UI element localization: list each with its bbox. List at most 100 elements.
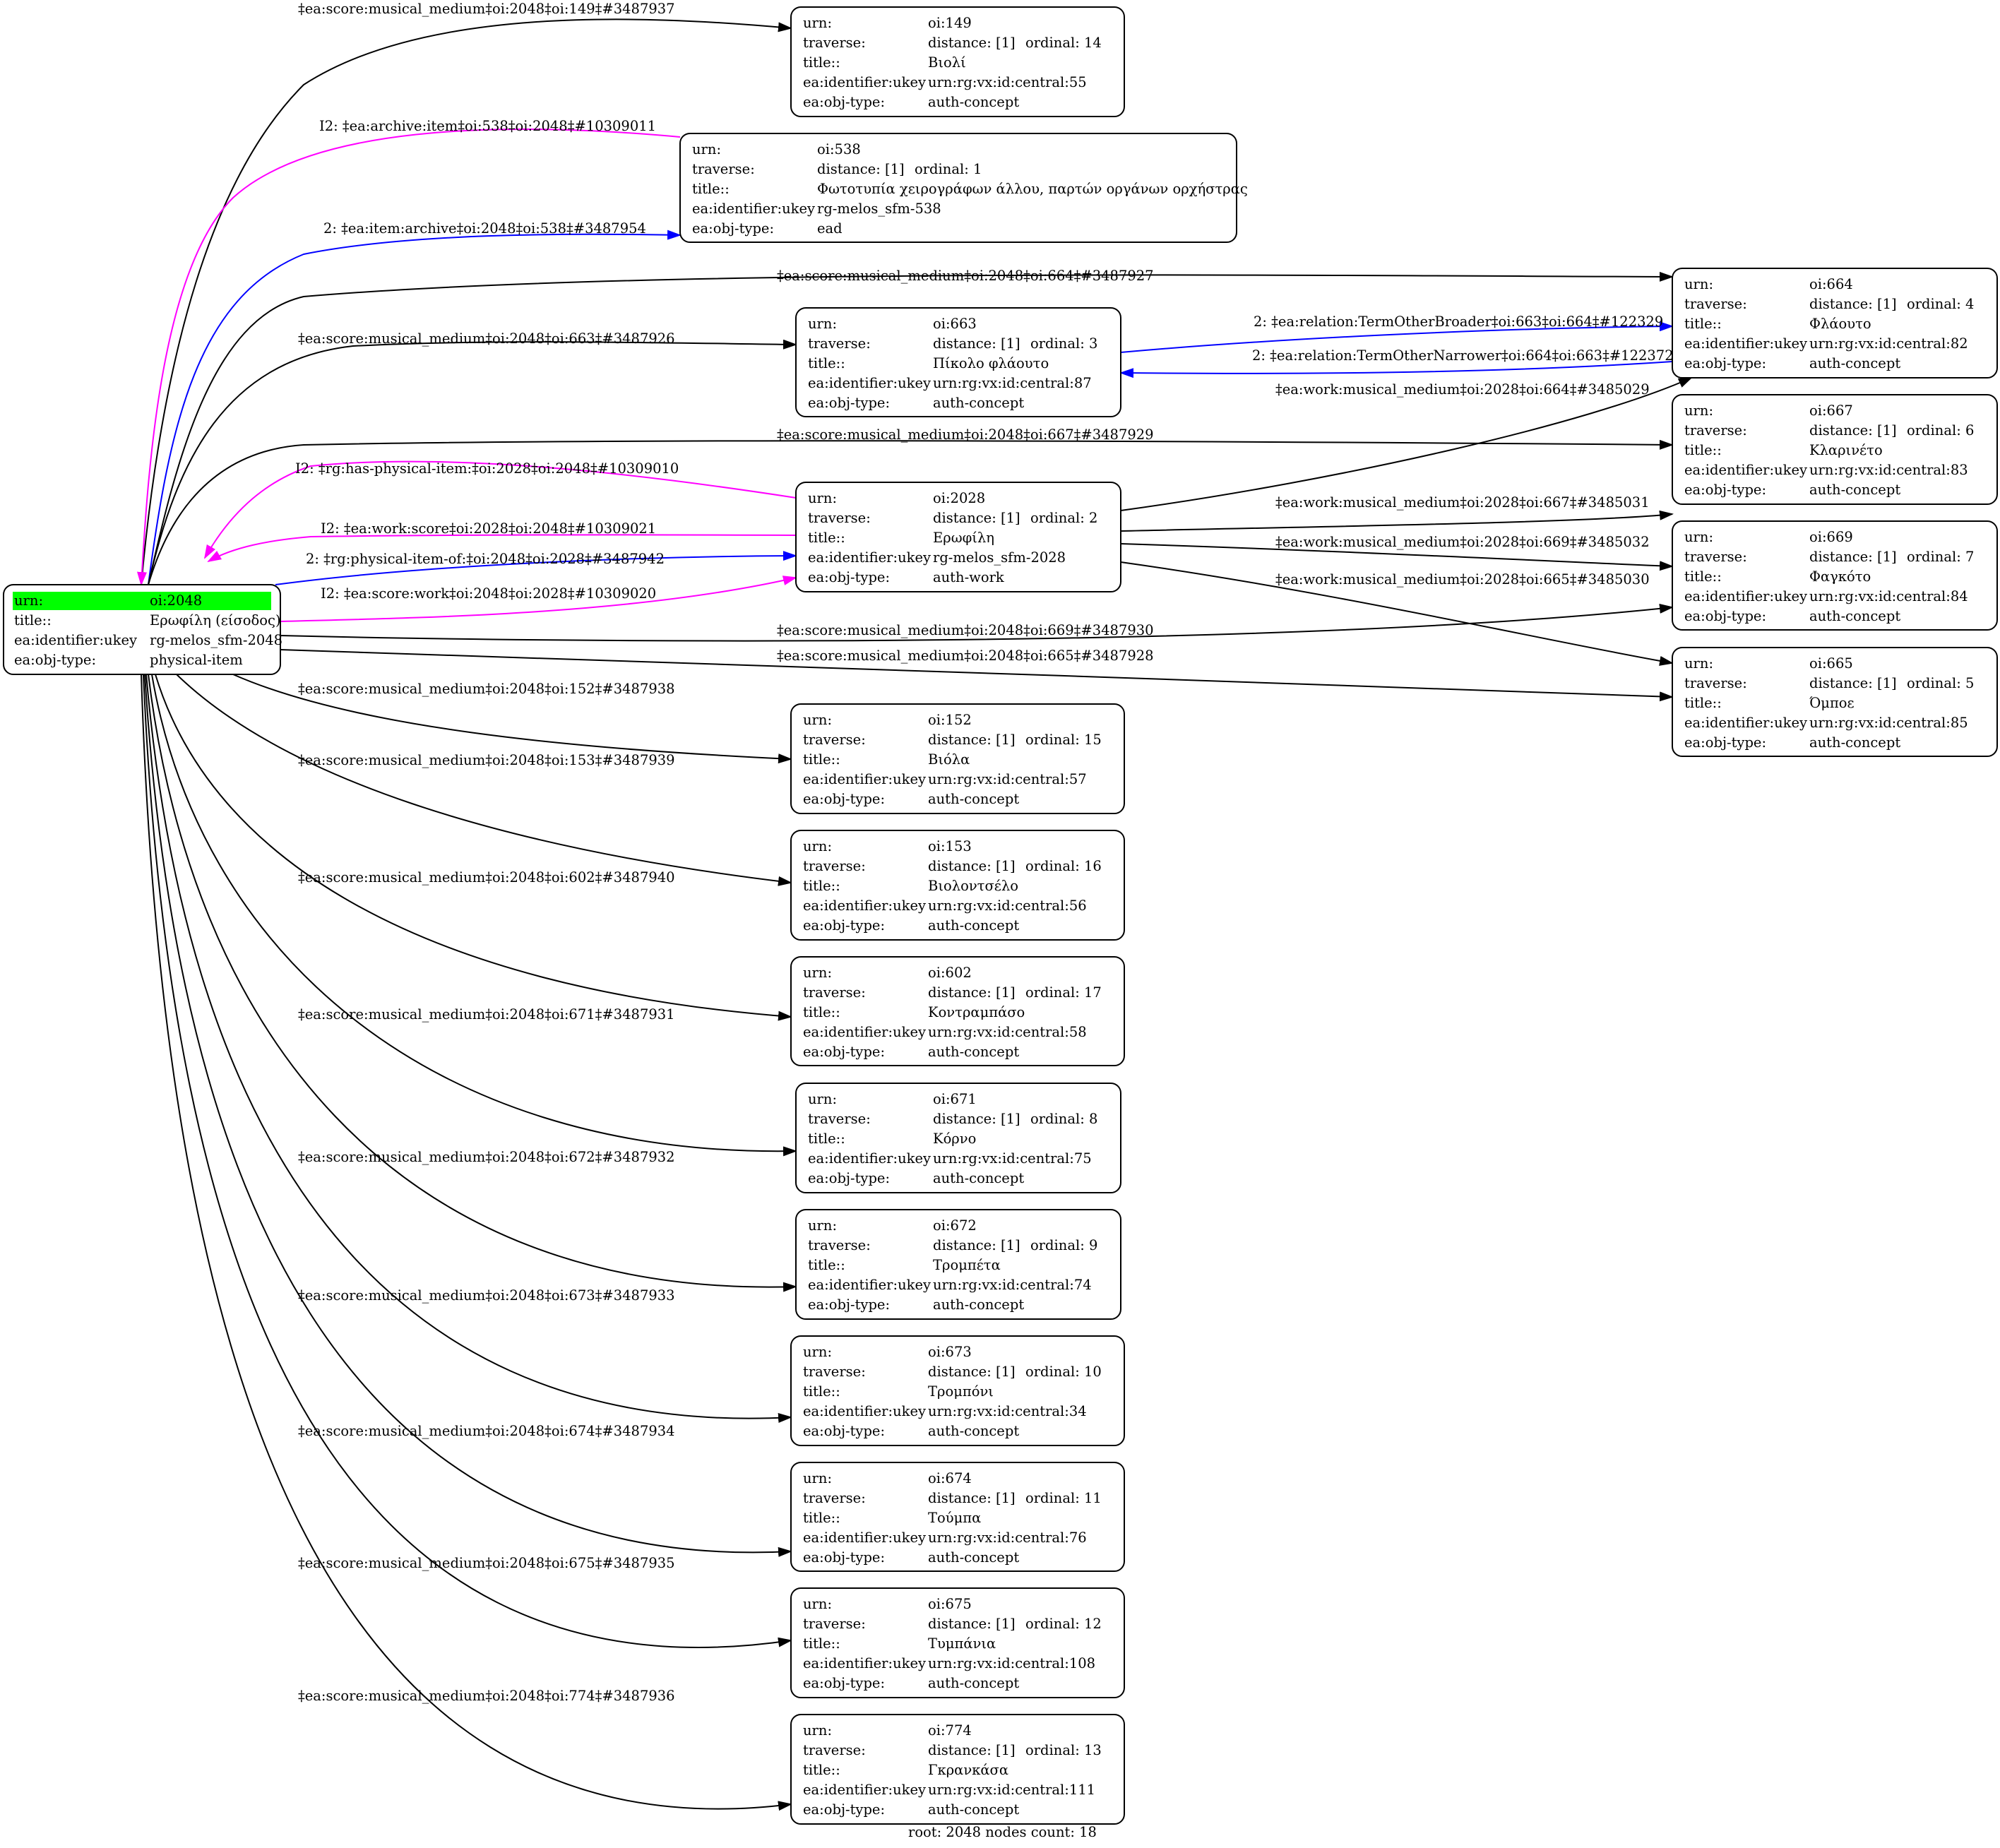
edge-line[interactable] [207, 534, 797, 562]
field-key: ea:obj-type: [692, 220, 774, 237]
edge-line[interactable] [1120, 543, 1674, 571]
field-key: urn: [808, 1091, 837, 1107]
node-box[interactable] [790, 830, 1125, 941]
edge-line[interactable] [155, 674, 792, 1021]
node-box[interactable] [790, 1714, 1125, 1825]
field-key: urn: [808, 316, 837, 332]
node-box[interactable] [795, 1209, 1121, 1320]
field-value: auth-concept [1809, 355, 1900, 371]
field-key: urn: [14, 592, 43, 609]
edge-label: 2: ‡ea:relation:TermOtherBroader‡oi:663‡… [1254, 314, 1663, 330]
node-box[interactable] [795, 1083, 1121, 1193]
field-value: ordinal: 14 [1025, 35, 1102, 51]
edge-e-602: ‡ea:score:musical_medium‡oi:2048‡oi:602‡… [155, 674, 792, 1021]
field-value: Κοντραμπάσο [928, 1004, 1025, 1020]
edge-line[interactable] [1120, 510, 1674, 532]
edge-line[interactable] [137, 129, 681, 586]
edge-line[interactable] [141, 18, 792, 585]
edge-e-2028-665: ‡ea:work:musical_medium‡oi:2028‡oi:665‡#… [1120, 561, 1674, 666]
node-box[interactable] [1672, 394, 1998, 505]
field-value: oi:675 [928, 1596, 972, 1612]
node-box[interactable] [795, 482, 1121, 592]
edge-line[interactable] [151, 674, 797, 1157]
field-value: rg-melos_sfm-2028 [933, 549, 1066, 566]
node-box[interactable] [790, 6, 1125, 117]
node-box[interactable] [790, 1587, 1125, 1698]
edge-line[interactable] [143, 674, 792, 1648]
node-box[interactable] [1672, 647, 1998, 757]
node-box[interactable] [790, 1335, 1125, 1446]
field-key: traverse: [803, 1490, 866, 1506]
edge-line[interactable] [280, 603, 1674, 642]
root-highlight [13, 592, 271, 610]
node-box[interactable] [790, 703, 1125, 814]
edge-line[interactable] [176, 674, 792, 886]
edge-line[interactable] [232, 674, 792, 764]
field-key: urn: [1684, 403, 1713, 419]
edge-line[interactable] [1120, 377, 1693, 511]
edge-line[interactable] [148, 439, 1674, 585]
field-key: urn: [803, 1344, 832, 1360]
edge-line[interactable] [148, 339, 797, 585]
field-value: Ερωφίλη [933, 530, 994, 546]
edge-e-664-663: 2: ‡ea:relation:TermOtherNarrower‡oi:664… [1119, 347, 1674, 378]
field-value: distance: [1] [928, 1364, 1016, 1380]
edge-line[interactable] [275, 551, 797, 585]
edge-line[interactable] [145, 674, 792, 1423]
field-key: title:: [803, 751, 840, 768]
field-value: urn:rg:vx:id:central:111 [928, 1782, 1095, 1798]
node-box[interactable] [795, 307, 1121, 417]
edge-line[interactable] [144, 674, 792, 1557]
edges-layer: ‡ea:score:musical_medium‡oi:2048‡oi:149‡… [137, 1, 1693, 1811]
edge-label: ‡ea:work:musical_medium‡oi:2028‡oi:665‡#… [1275, 571, 1650, 588]
node-box[interactable] [1672, 520, 1998, 631]
node-box[interactable] [1672, 268, 1998, 378]
field-value: urn:rg:vx:id:central:84 [1809, 588, 1968, 604]
edge-line[interactable] [278, 576, 797, 622]
node-box[interactable] [790, 956, 1125, 1066]
node-box[interactable] [679, 133, 1237, 243]
edge-line[interactable] [1119, 361, 1673, 378]
edge-label: I2: ‡rg:has-physical-item:‡oi:2028‡oi:20… [295, 460, 679, 477]
field-value: ordinal: 4 [1907, 296, 1974, 312]
edge-line[interactable] [141, 674, 792, 1811]
edge-line[interactable] [1120, 561, 1674, 666]
node-box[interactable] [790, 1462, 1125, 1572]
edge-line[interactable] [148, 229, 681, 585]
edge-line[interactable] [280, 649, 1674, 702]
field-value: auth-concept [1809, 608, 1900, 624]
edge-line[interactable] [148, 674, 797, 1292]
edge-label: ‡ea:score:musical_medium‡oi:2048‡oi:774‡… [298, 1688, 675, 1704]
field-key: traverse: [692, 161, 755, 177]
field-value: distance: [1] [928, 732, 1016, 748]
field-value: ordinal: 5 [1907, 675, 1974, 691]
edge-line[interactable] [1120, 321, 1674, 353]
field-value: distance: [1] [928, 1490, 1016, 1506]
edge-label: 2: ‡ea:relation:TermOtherNarrower‡oi:664… [1252, 347, 1674, 364]
field-key: ea:identifier:ukey [808, 549, 931, 566]
edge-line[interactable] [204, 460, 797, 559]
edge-label: ‡ea:work:musical_medium‡oi:2028‡oi:669‡#… [1275, 534, 1650, 550]
field-value: ordinal: 7 [1907, 549, 1974, 565]
edge-line[interactable] [148, 271, 1674, 585]
field-key: ea:identifier:ukey [14, 632, 137, 648]
field-key: urn: [803, 1596, 832, 1612]
